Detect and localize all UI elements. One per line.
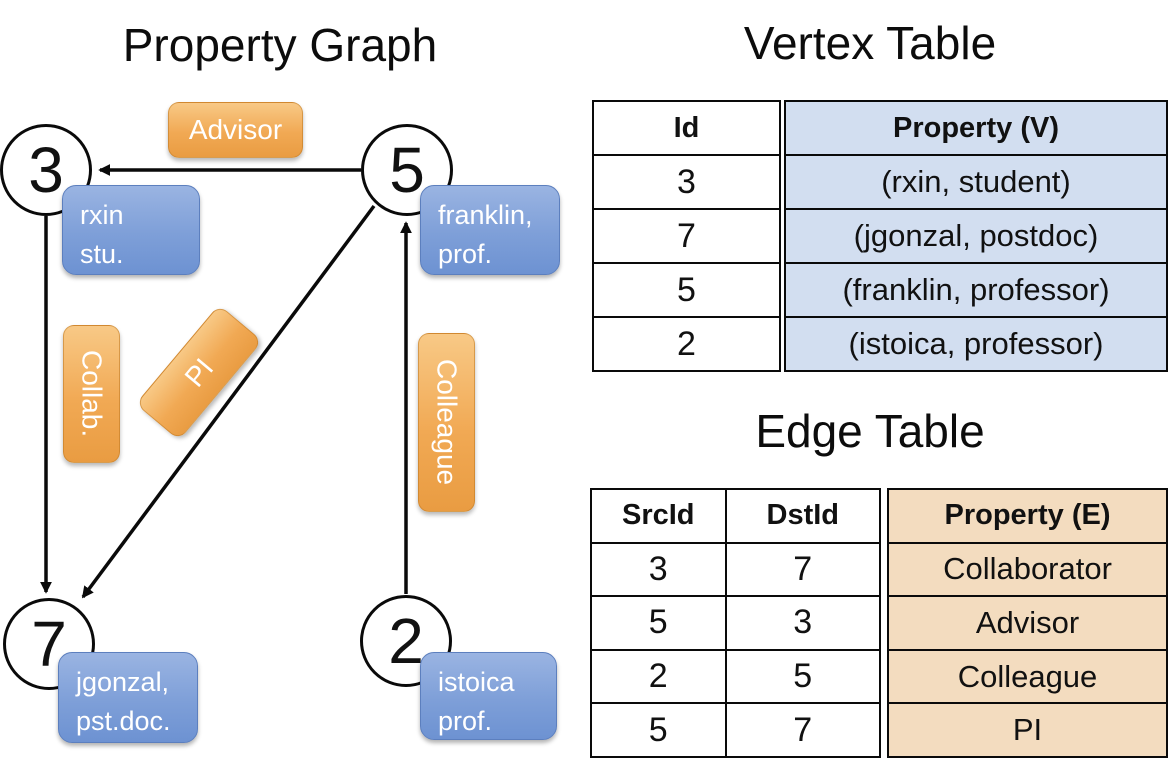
edge-label-collab: Collab. <box>63 325 120 463</box>
vertex-property-cell: (franklin, professor) <box>842 272 1110 307</box>
table-row: 3 7 <box>592 541 879 596</box>
table-row: 2 5 <box>592 648 879 703</box>
table-row: (istoica, professor) <box>786 316 1166 370</box>
vertex-property-box-jgonzal: jgonzal, pst.doc. <box>58 652 198 743</box>
property-graph-title: Property Graph <box>122 19 438 71</box>
edge-dstid-cell: 3 <box>793 603 813 642</box>
edge-property-cell: PI <box>1012 712 1043 748</box>
table-row: 5 7 <box>592 702 879 756</box>
vertex-id-cell: 5 <box>677 270 696 309</box>
edge-table-header-srcid: SrcId <box>592 490 727 542</box>
edge-srcid-cell: 3 <box>592 543 727 596</box>
graph-node-5-id: 5 <box>389 134 425 206</box>
edge-dstid-cell: 7 <box>793 549 813 588</box>
edge-srcid-cell: 5 <box>592 704 727 756</box>
edge-label-collab-text: Collab. <box>76 350 108 438</box>
edge-property-cell: Collaborator <box>943 551 1112 587</box>
graph-node-3-id: 3 <box>28 134 64 206</box>
table-row: 2 <box>594 316 779 370</box>
graph-node-5: 5 <box>361 124 453 216</box>
edge-dstid-cell: 7 <box>793 710 813 749</box>
vertex-id-cell: 7 <box>677 216 696 255</box>
edge-table-header-property: Property (E) <box>944 499 1111 532</box>
vertex-property-rxin-line2: stu. <box>80 239 124 270</box>
vertex-property-jgonzal-line1: jgonzal, <box>76 667 170 697</box>
edge-table-property-column: Property (E) Collaborator Advisor Collea… <box>887 488 1168 758</box>
vertex-property-box-istoica: istoica prof. <box>420 652 557 740</box>
table-row: PI <box>889 702 1166 756</box>
table-row: 5 <box>594 262 779 316</box>
graph-edges-layer <box>40 164 412 599</box>
vertex-property-cell: (istoica, professor) <box>848 326 1104 361</box>
table-row: Colleague <box>889 648 1166 703</box>
edge-table-title: Edge Table <box>755 405 985 457</box>
edge-srcid-cell: 5 <box>592 597 727 649</box>
table-row: 3 <box>594 154 779 208</box>
vertex-property-istoica-line2: prof. <box>438 706 493 737</box>
vertex-id-cell: 3 <box>677 162 696 201</box>
edge-label-pi-text: PI <box>178 352 219 393</box>
vertex-property-jgonzal-line2: pst.doc. <box>76 706 171 737</box>
vertex-property-istoica-line1: istoica <box>438 667 515 697</box>
table-row: Collaborator <box>889 541 1166 596</box>
edge-dstid-cell: 5 <box>793 657 813 696</box>
table-row: 5 3 <box>592 595 879 649</box>
table-row: Advisor <box>889 595 1166 649</box>
edge-label-colleague-text: Colleague <box>431 359 463 486</box>
edge-label-advisor-text: Advisor <box>188 114 283 145</box>
table-row: (jgonzal, postdoc) <box>786 208 1166 262</box>
vertex-table-header-property: Property (V) <box>893 111 1059 144</box>
graph-node-2-id: 2 <box>388 605 424 677</box>
vertex-property-box-rxin: rxin stu. <box>62 185 200 275</box>
table-row: (rxin, student) <box>786 154 1166 208</box>
vertex-property-franklin-line2: prof. <box>438 239 493 270</box>
edge-property-cell: Colleague <box>957 658 1098 694</box>
graph-node-2: 2 <box>360 595 452 687</box>
table-row: 7 <box>594 208 779 262</box>
vertex-table-property-column: Property (V) (rxin, student) (jgonzal, p… <box>784 100 1168 372</box>
edge-table-id-columns: SrcId DstId 3 7 5 3 2 5 5 7 <box>590 488 881 758</box>
edge-label-colleague: Colleague <box>418 333 475 512</box>
edge-srcid-cell: 2 <box>592 650 727 703</box>
vertex-property-cell: (jgonzal, postdoc) <box>853 218 1099 253</box>
table-row: (franklin, professor) <box>786 262 1166 316</box>
edge-table-header-dstid: DstId <box>766 499 840 532</box>
vertex-property-franklin-line1: franklin, <box>438 200 533 230</box>
vertex-property-cell: (rxin, student) <box>881 164 1071 199</box>
edge-property-cell: Advisor <box>975 604 1080 640</box>
edge-arrow-5-to-7 <box>81 204 376 599</box>
vertex-table-title: Vertex Table <box>743 17 997 69</box>
edge-label-advisor: Advisor <box>168 102 303 158</box>
vertex-property-rxin-line1: rxin <box>80 200 124 230</box>
vertex-id-cell: 2 <box>677 324 696 363</box>
vertex-table-id-column: Id 3 7 5 2 <box>592 100 781 372</box>
vertex-table-header-id: Id <box>673 111 700 144</box>
vertex-property-box-franklin: franklin, prof. <box>420 185 560 275</box>
